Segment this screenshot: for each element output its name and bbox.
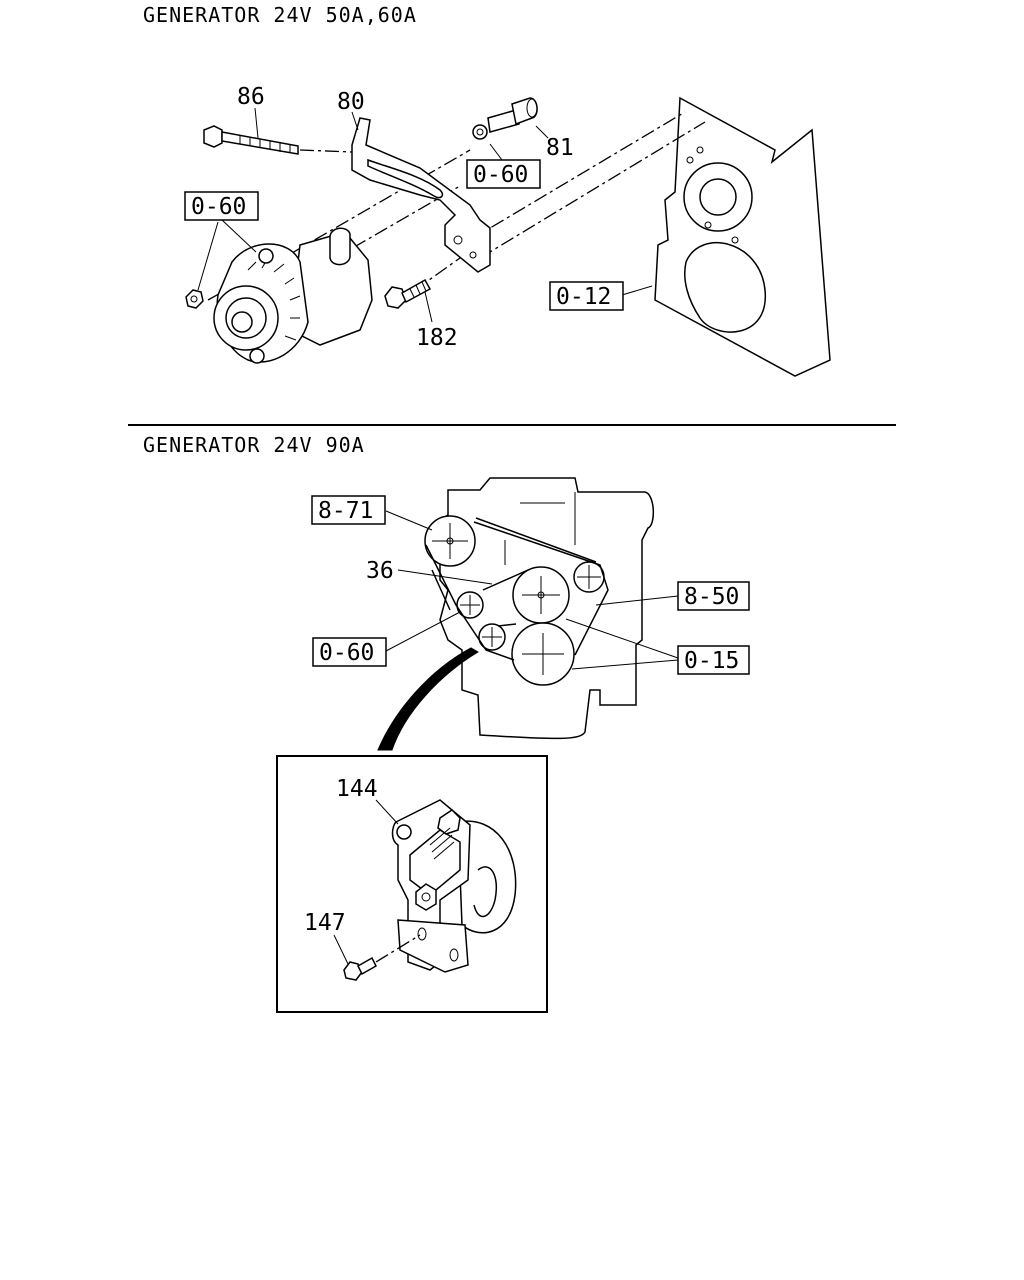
ref-label-engine: 0-12	[556, 284, 611, 310]
tensioner-pulley	[478, 623, 506, 651]
ref-box-idler: 0-60	[312, 637, 387, 667]
idler-pulley	[456, 591, 484, 619]
callout-182: 182	[416, 325, 458, 351]
bottom-leader-lines	[385, 510, 679, 670]
engine-front-outline	[439, 477, 654, 740]
ref-label-belt: 8-50	[684, 584, 739, 610]
lower-bolt	[384, 278, 432, 309]
callout-81: 81	[546, 135, 574, 161]
ref-box-belt: 8-50	[677, 581, 750, 611]
ref-box-upper-pulley: 8-71	[311, 495, 386, 525]
callout-147: 147	[304, 910, 346, 936]
drive-belt	[425, 517, 609, 661]
adjusting-bracket	[351, 117, 491, 273]
tensioner-bolt	[343, 934, 421, 981]
ref-label-upper-pulley: 8-71	[318, 498, 373, 524]
detail-pointer-arrow	[377, 647, 479, 751]
section-title-generator-90a: GENERATOR 24V 90A	[143, 433, 365, 457]
ref-label-idler: 0-60	[319, 640, 374, 666]
ref-box-engine: 0-12	[549, 281, 624, 311]
side-pulley	[573, 561, 605, 593]
callout-36: 36	[366, 558, 394, 584]
callout-80: 80	[337, 89, 365, 115]
ref-box-washer: 0-60	[466, 159, 541, 189]
long-bolt	[203, 125, 299, 155]
callout-86: 86	[237, 84, 265, 110]
ref-box-nut: 0-60	[184, 191, 259, 221]
leader-144	[375, 799, 399, 825]
short-bolt	[472, 97, 538, 140]
alternator	[213, 227, 373, 364]
alternator-pulley	[512, 566, 570, 624]
top-leader-lines	[197, 107, 653, 323]
ref-label-nut: 0-60	[191, 194, 246, 220]
callout-144: 144	[336, 776, 378, 802]
leader-147	[333, 934, 349, 965]
tensioner-assembly	[391, 799, 517, 973]
ref-label-washer: 0-60	[473, 162, 528, 188]
crankshaft-pulley	[511, 622, 575, 686]
section-title-generator-50a-60a: GENERATOR 24V 50A,60A	[143, 3, 417, 27]
ref-label-crank: 0-15	[684, 648, 739, 674]
ref-box-crank: 0-15	[677, 645, 750, 675]
flange-nut	[185, 289, 204, 309]
engine-front-plate	[654, 96, 831, 377]
upper-pulley	[424, 515, 476, 567]
